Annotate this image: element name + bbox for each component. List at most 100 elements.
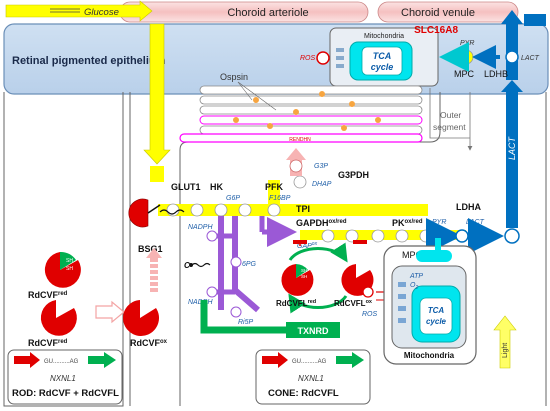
glucose-entry-arrow [143, 23, 171, 182]
cell-ros-label: ROS [362, 311, 378, 318]
pfk-label: PFK [265, 182, 284, 192]
rpe-lact-label: LACT [521, 55, 540, 62]
light-arrow: Light [493, 315, 517, 369]
glycolysis-node [190, 203, 204, 217]
rpe-pyr-label: PYR [460, 40, 474, 47]
lactate-export-arrow: LACT [501, 10, 523, 228]
rpe-ros-label: ROS [300, 55, 316, 62]
rod-sh-1: SH [66, 258, 73, 264]
rod-rdcvf-ox-label: RdCVFox [130, 338, 168, 348]
rdcvfl-cycle [288, 240, 367, 314]
light-label: Light [502, 343, 509, 358]
slc16a8-label: SLC16A8 [414, 25, 458, 36]
glucose-label: Glucose [84, 7, 119, 18]
glycolysis-node [238, 203, 252, 217]
rpe-tca-label: TCA [373, 51, 392, 61]
glycolysis-node [321, 229, 335, 243]
outer-segment-label-1: Outer [440, 110, 461, 120]
txnrd-pathway: TXNRD [200, 300, 340, 338]
rpe-mitochondria: Mitochondria TCA cycle [329, 27, 439, 87]
rod-rdcvf-red-2: RdCVFred [28, 300, 77, 348]
cone-gene-box: GU..........AG NXNL1 CONE: RdCVFL [255, 349, 371, 405]
glucose-arrow: Glucose [5, 0, 153, 22]
cone-mpc-label: MPC [402, 250, 423, 260]
glycolysis-node [419, 229, 433, 243]
choroid-venule-label: Choroid venule [401, 7, 475, 19]
rdcvfl-sh-2: SH [301, 274, 307, 279]
pk-label: PKox/red [392, 218, 423, 228]
f16bp-label: F16BP [269, 195, 291, 202]
rdcvfl-sh-1: SH [301, 268, 307, 273]
opsin-glow-markers [233, 91, 381, 131]
rpe-cycle-label: cycle [371, 62, 394, 72]
cone-gene-seq: GU..........AG [292, 359, 327, 365]
dhap-node [293, 175, 307, 189]
rhodopsin-label: RENDHN [289, 137, 311, 143]
o2-label: O2 [410, 282, 418, 291]
rod-rdcvf-ox: RdCVFox [95, 300, 168, 348]
rod-rdcvf-red-label-2: RdCVFred [28, 338, 68, 348]
rod-gene-seq: GU..........AG [44, 359, 79, 365]
g3p-label: G3P [314, 163, 328, 170]
rpe-pyr-node: SLC16A8 PYR MPC [414, 25, 474, 79]
hk-label: HK [210, 182, 223, 192]
rod-sh-2: SH [66, 266, 73, 272]
glycolysis-node [345, 229, 359, 243]
pyr-label: PYR [432, 219, 446, 226]
g3p-branch: G3P DHAP G3PDH [286, 148, 369, 188]
glut1-label: GLUT1 [171, 182, 201, 192]
cone-tca-label: TCA [428, 306, 445, 315]
ldha-label: LDHA [456, 202, 481, 212]
gap-label: GAPox [297, 241, 318, 250]
txnrd-label: TXNRD [298, 326, 329, 336]
rod-gene-name: NXNL1 [50, 374, 76, 383]
rod-cell-outline [3, 92, 131, 407]
rod-rdcvf-red-label-1: RdCVFred [28, 290, 68, 300]
opsin-label: Ospsin [220, 72, 248, 82]
lact-vertical-label: LACT [507, 135, 517, 160]
lact-label: LACT [466, 219, 485, 226]
dhap-label: DHAP [312, 181, 332, 188]
6pg-label: 6PG [242, 261, 257, 268]
lactate-flow [426, 218, 520, 254]
rdcvfl-ox-label: RdCVFLox [334, 299, 373, 308]
rpe-ros: ROS [300, 51, 330, 65]
choroid-venule: Choroid venule [377, 1, 519, 23]
rdcvfl-ox-protein: RdCVFLox [334, 264, 374, 308]
rdcvf-secretion-arrow [146, 248, 162, 292]
c-label: C [184, 261, 190, 270]
ri5p-label: Ri5P [238, 319, 254, 326]
cone-gene-name: NXNL1 [298, 374, 324, 383]
rpe-mpc-label: MPC [454, 69, 475, 79]
cell-ros: ROS [362, 280, 397, 318]
rpe-mito-label: Mitochondria [364, 33, 404, 40]
rdcvfl-red-protein: SH SH RdCVFLred [276, 264, 316, 308]
cone-mito-label: Mitochondria [404, 351, 455, 360]
pentose-phosphate-pathway: NADPH 6PG NADPH Ri5P C [184, 216, 297, 326]
atp-label: ATP [409, 273, 423, 280]
nadph-label-1: NADPH [188, 224, 213, 231]
g3pdh-label: G3PDH [338, 170, 369, 180]
g6p-node [214, 203, 228, 217]
cone-caption: CONE: RdCVFL [268, 388, 339, 399]
g6p-label: G6P [226, 195, 240, 202]
gapdh-label: GAPDHox/red [296, 218, 347, 228]
rod-caption: ROD: RdCVF + RdCVFL [12, 388, 119, 399]
bsg1-label: BSG1 [138, 244, 163, 254]
rdcvfl-red-label: RdCVFLred [276, 299, 316, 308]
choroid-arteriole: Choroid arteriole [119, 1, 369, 23]
rod-gene-box: GU..........AG NXNL1 ROD: RdCVF + RdCVFL [7, 349, 123, 405]
rod-rdcvf-red-1: SH SH RdCVFred [28, 251, 81, 300]
ldhb-label: LDHB [484, 69, 508, 79]
tpi-label: TPI [296, 204, 310, 214]
choroid-arteriole-label: Choroid arteriole [227, 7, 308, 19]
cone-cycle-label: cycle [426, 317, 447, 326]
glycolysis-pathway [158, 180, 466, 240]
glycolysis-node [371, 229, 385, 243]
rpe-title: Retinal pigmented epithelium [12, 55, 166, 67]
cone-mitochondria-region: MPC TCA cycle ATP O2 Mitochondria [383, 238, 477, 365]
f16bp-node [267, 203, 281, 217]
outer-segment-label-2: segment [433, 122, 466, 132]
bsg1-transporter: BSG1 [128, 198, 185, 254]
